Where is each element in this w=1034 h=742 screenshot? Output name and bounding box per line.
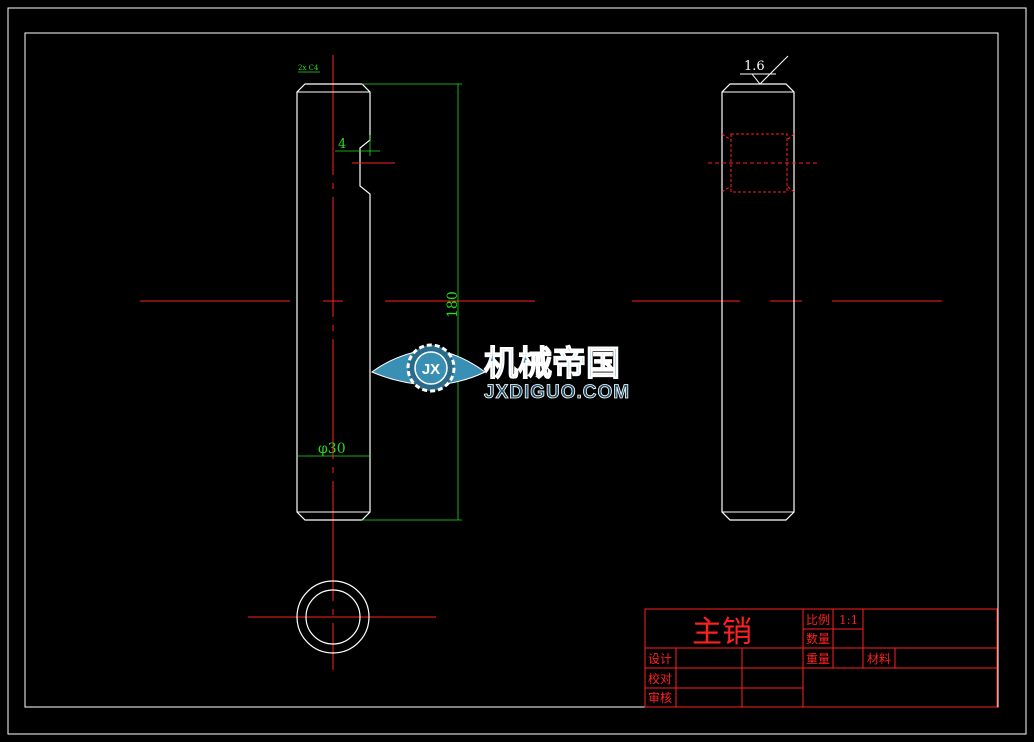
part-name: 主销 [692,615,752,650]
roughness-value: 1.6 [744,59,765,74]
emblem-text: JX [422,361,440,378]
hidden-slot-edge-1 [721,133,732,141]
end-view-outer-circle [296,580,370,654]
roughness-symbol [751,55,789,85]
end-view-inner-circle [305,589,361,645]
watermark-title: 机械帝国 [484,344,620,384]
side-view: 1.6 [632,55,942,521]
quantity-label: 数量 [806,631,830,646]
weight-label: 重量 [806,652,830,666]
outer-border [7,7,1027,735]
gear-inner [414,351,448,385]
chamfer-label: 2x C4 [298,64,319,72]
end-view [248,580,436,654]
scale-label: 比例 [806,613,830,627]
check-label: 校对 [648,671,672,686]
title-block [644,608,998,708]
watermark-subtitle: JXDIGUO.COM [484,382,630,403]
slot-dim-text: 4 [338,137,346,152]
length-dim-text: 180 [445,291,461,318]
hidden-slot-edge-2 [786,133,795,141]
design-label: 设计 [648,652,672,666]
inner-border [24,32,999,708]
front-view: 2x C4 180 4 φ30 [140,55,535,670]
hidden-slot-edge-3 [721,185,732,193]
diameter-dim-text: φ30 [318,441,346,457]
side-pin-outline [721,83,795,521]
hidden-slot-edge-4 [786,185,795,193]
scale-value: 1:1 [839,613,858,627]
watermark: JX 机械帝国 JXDIGUO.COM [371,343,630,403]
material-label: 材料 [867,652,891,666]
title-block-text: 主销 比例 1:1 数量 重量 材料 设计 校对 审核 [648,613,891,705]
review-label: 审核 [648,690,672,705]
